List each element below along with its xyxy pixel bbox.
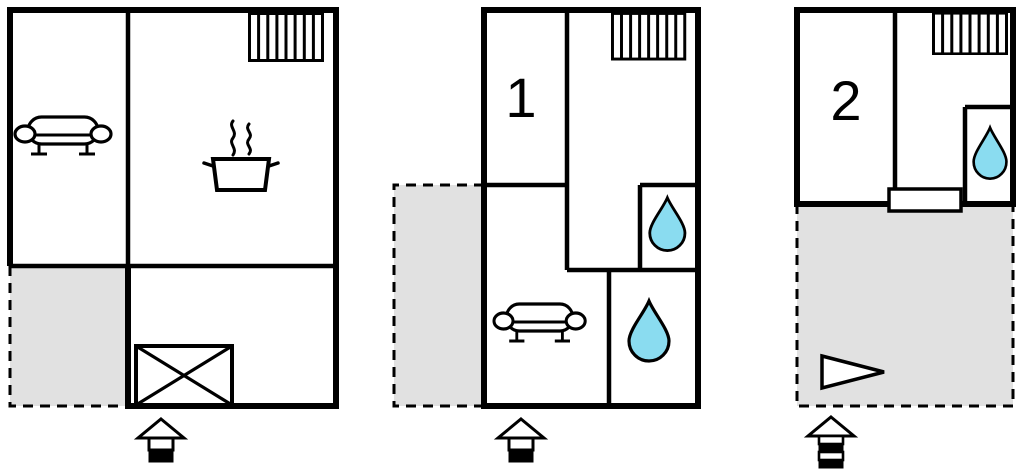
ground-floor-plan (7, 7, 339, 409)
terrace-door (887, 187, 963, 213)
second-floor-plan: 2 (794, 7, 1016, 408)
first-terrace (394, 185, 484, 406)
steam-lines (246, 122, 252, 156)
second-terrace-dashed-border (795, 204, 1015, 408)
entrance-arrow-icon (136, 417, 186, 464)
radiator-icon (932, 11, 1008, 56)
first-floor-plan: 1 (392, 7, 701, 409)
entrance-arrow-icon (496, 417, 546, 464)
ground-terrace-dashed-border (8, 266, 128, 408)
steam-lines (230, 119, 236, 157)
triangle-marker-icon (820, 353, 885, 391)
ground-terrace (10, 266, 128, 406)
second-inner-walls (892, 10, 1013, 204)
ground-inner-walls (10, 10, 336, 269)
entrance-arrow-icon (806, 415, 856, 470)
cooking-pot-icon (202, 119, 280, 192)
first-inner-walls (484, 10, 698, 406)
radiator-icon (610, 11, 687, 61)
ground-outer-walls (7, 7, 339, 409)
staircase-cross-icon (134, 344, 234, 407)
second-floor-label: 2 (830, 69, 861, 132)
first-floor-label: 1 (505, 66, 536, 129)
radiator-icon (248, 12, 324, 62)
